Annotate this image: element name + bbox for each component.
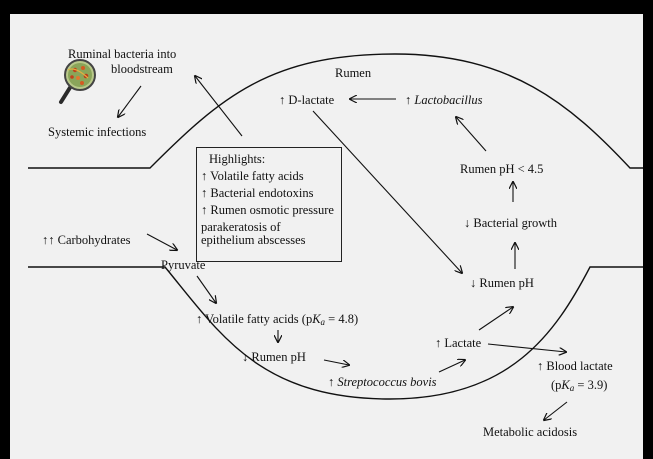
systemic-infections: Systemic infections [48, 125, 147, 139]
double-up-arrow-glyph: ↑↑ [42, 233, 55, 247]
rumen-ph-low-node: ↓ Rumen pH [242, 350, 306, 364]
highlight-item-vfa: ↑ Volatile fatty acids [201, 169, 304, 183]
carbohydrates-node: ↑↑ Carbohydrates [42, 233, 131, 247]
pyruvate-node: Pyruvate [161, 258, 206, 272]
lactate-label: Lactate [444, 336, 482, 350]
vfa-a: a [320, 317, 326, 327]
bacterial-growth-node: ↓ Bacterial growth [464, 216, 557, 230]
vfa-k: K [312, 312, 321, 326]
arrow-bacteria-to-infections [118, 85, 142, 117]
rumen-ph-lt-node: Rumen pH < 4.5 [460, 162, 544, 176]
vfa-node: ↑ Volatile fatty acids (pKa = 4.8) [196, 312, 358, 329]
arrow-blood-to-acidosis [544, 401, 568, 420]
arrow-rumenph-to-lactobacillus [456, 117, 487, 152]
arrow-highlights-to-bacteria [195, 76, 243, 137]
carbohydrates-label: Carbohydrates [57, 233, 131, 247]
arrow-lactate-to-blood [487, 343, 566, 352]
vfa-suffix: = 4.8) [325, 312, 359, 326]
highlight-item-endotoxins: ↑ Bacterial endotoxins [201, 186, 314, 200]
lactate-node: ↑ Lactate [435, 336, 481, 350]
up-arrow-glyph: ↑ [405, 93, 412, 107]
arrow-dlactate-to-rumenph [312, 110, 462, 273]
blood-pka-k: K [561, 378, 570, 392]
magnifier-bacteria-icon [59, 59, 96, 104]
rumen-lower-wall [28, 266, 643, 400]
up-arrow-glyph: ↑ [537, 359, 544, 373]
arrow-pyruvate-to-vfa [196, 275, 216, 303]
rumen-label: Rumen [335, 66, 372, 80]
highlights-title: Highlights: [209, 152, 266, 166]
rumen-ph-center-node: ↓ Rumen pH [470, 276, 534, 290]
blood-pka-suffix: = 3.9) [574, 378, 608, 392]
lactobacillus-node: ↑ Lactobacillus [405, 93, 482, 107]
rumen-ph-low-label: Rumen pH [251, 350, 306, 364]
blood-lactate-node: ↑ Blood lactate [537, 359, 613, 373]
diagram-panel: Rumen Ruminal bacteria into bloodstream … [10, 14, 643, 459]
bacterial-growth-label: Bacterial growth [473, 216, 558, 230]
down-arrow-glyph: ↓ [464, 216, 471, 230]
arrow-lactate-to-rumenph [478, 307, 513, 331]
arrow-carbs-to-pyruvate [146, 233, 177, 250]
down-arrow-glyph: ↓ [242, 350, 249, 364]
rumen-ph-center-label: Rumen pH [479, 276, 534, 290]
blood-lactate-label: Blood lactate [546, 359, 613, 373]
up-arrow-glyph: ↑ [328, 375, 335, 389]
d-lactate-label: D-lactate [288, 93, 335, 107]
down-arrow-glyph: ↓ [470, 276, 477, 290]
d-lactate-node: ↑ D-lactate [279, 93, 334, 107]
up-arrow-glyph: ↑ [196, 312, 203, 326]
rumen-upper-wall [28, 53, 643, 169]
blood-pka-prefix: (p [551, 378, 562, 392]
diagram-canvas [28, 53, 643, 459]
up-arrow-glyph: ↑ [279, 93, 286, 107]
streptococcus-node: ↑ Streptococcus bovis [328, 375, 437, 389]
highlight-item-parakeratosis: parakeratosis of epithelium abscesses [201, 220, 306, 247]
up-arrow-glyph: ↑ [435, 336, 442, 350]
arrow-rumenph-to-strep [323, 359, 349, 365]
ruminal-bacteria-line1: Ruminal bacteria into [68, 47, 177, 61]
blood-pka: (pKa = 3.9) [551, 378, 607, 395]
streptococcus-label: Streptococcus bovis [337, 375, 437, 389]
highlights-box: Highlights: ↑ Volatile fatty acids ↑ Bac… [196, 147, 342, 262]
lactobacillus-label: Lactobacillus [414, 93, 483, 107]
blood-pka-a: a [569, 383, 575, 393]
metabolic-acidosis-node: Metabolic acidosis [483, 425, 578, 439]
ruminal-bacteria-line2: bloodstream [111, 62, 173, 76]
vfa-label: Volatile fatty acids (p [205, 312, 313, 326]
highlight-item-osmotic: ↑ Rumen osmotic pressure [201, 203, 334, 217]
arrow-strep-to-lactate [438, 360, 465, 373]
